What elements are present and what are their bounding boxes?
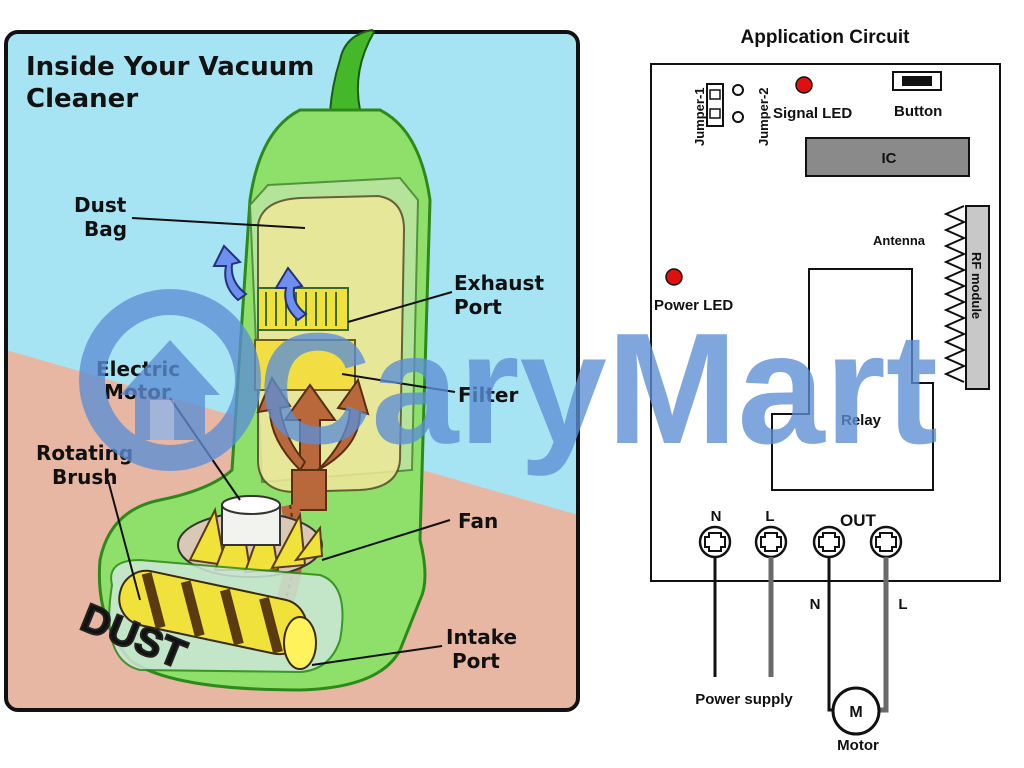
circuit-title: Application Circuit xyxy=(741,27,911,48)
watermark-house-icon xyxy=(120,340,220,440)
motor-label: Motor xyxy=(837,737,879,754)
terminal-l-label: L xyxy=(765,508,774,525)
rf-module xyxy=(965,205,990,390)
label-exhaust-port-1: Exhaust xyxy=(454,271,544,295)
watermark-text: CaryMart xyxy=(258,301,938,477)
label-intake-port-2: Port xyxy=(452,649,500,673)
terminal-out-l xyxy=(869,525,903,559)
label-fan: Fan xyxy=(458,509,498,533)
label-dust-bag-2: Bag xyxy=(84,217,127,241)
vacuum-title-line2: Cleaner xyxy=(26,84,138,114)
label-intake-port-1: Intake xyxy=(446,625,517,649)
power-led-label: Power LED xyxy=(654,297,733,314)
ic-chip xyxy=(805,137,970,177)
label-rotating-brush-2: Brush xyxy=(52,465,118,489)
rf-module-label: RF module xyxy=(969,252,984,319)
handle xyxy=(328,28,376,114)
vacuum-illustration: DUST Inside Your Vacuum Cleaner Dust Bag… xyxy=(4,28,580,712)
button-label: Button xyxy=(894,103,942,120)
airflow-brown-arrows xyxy=(256,375,370,511)
vacuum-title-line1: Inside Your Vacuum xyxy=(26,52,314,82)
relay-label: Relay xyxy=(841,412,882,429)
jumper-1-label: Jumper-1 xyxy=(692,87,707,146)
relay xyxy=(771,268,934,491)
label-filter: Filter xyxy=(458,383,518,407)
jumper-2-label: Jumper-2 xyxy=(756,87,771,146)
rotating-brush xyxy=(118,569,317,670)
signal-led xyxy=(795,76,813,94)
motor-symbol xyxy=(831,686,881,736)
watermark-logo-ring xyxy=(79,289,261,471)
exhaust-grille xyxy=(257,287,349,331)
ic-label: IC xyxy=(882,150,897,167)
jumper-2-pin-top xyxy=(732,84,744,96)
motor-symbol-letter: M xyxy=(849,704,862,721)
terminal-l xyxy=(754,525,788,559)
label-dust-bag-1: Dust xyxy=(74,193,127,217)
signal-led-label: Signal LED xyxy=(773,105,852,122)
power-supply-label: Power supply xyxy=(695,691,793,708)
terminal-n xyxy=(698,525,732,559)
terminals xyxy=(698,525,903,559)
wire-l-label: L xyxy=(898,596,907,613)
antenna-coil xyxy=(943,205,967,383)
application-circuit: Application Circuit Jumper-1 Jumper-2 Si… xyxy=(650,27,1001,754)
carymart-watermark: CaryMart xyxy=(79,289,938,477)
out-label: OUT xyxy=(840,511,877,530)
exhaust-blue-arrows xyxy=(212,244,308,322)
wire-n-label: N xyxy=(810,596,821,613)
terminal-out-n xyxy=(812,525,846,559)
antenna-label: Antenna xyxy=(873,233,926,248)
pointer-lines xyxy=(107,217,456,666)
jumper-2-pin-bottom xyxy=(732,111,744,123)
power-led xyxy=(665,268,683,286)
wire-motor-l xyxy=(878,557,889,713)
label-exhaust-port-2: Port xyxy=(454,295,502,319)
panel-border xyxy=(4,30,580,712)
terminal-n-label: N xyxy=(711,508,722,525)
